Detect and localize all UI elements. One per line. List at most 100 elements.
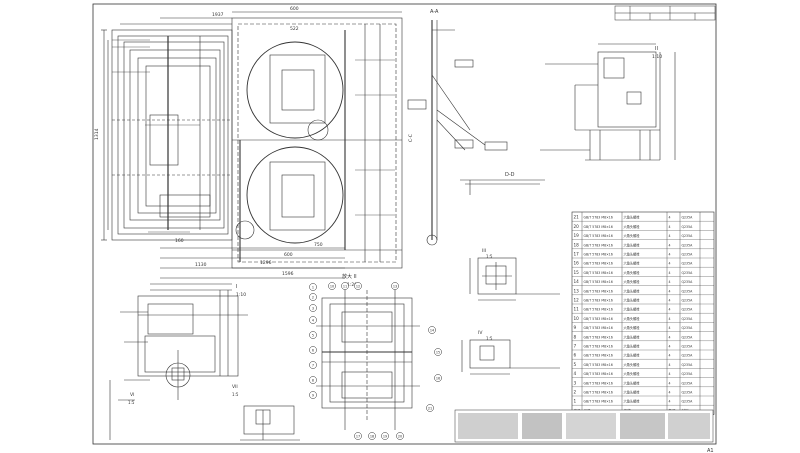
- part-balloon: 3: [309, 304, 317, 312]
- parts-table-cell: 17: [574, 252, 580, 257]
- parts-table-cell: Q235A: [682, 326, 694, 330]
- parts-table-cell: 8: [574, 334, 577, 339]
- dim-bottom-750: 750: [314, 242, 323, 248]
- parts-table-cell: Q235A: [682, 289, 694, 293]
- parts-table-cell: Q235A: [682, 262, 694, 266]
- detail-i-view: [109, 283, 248, 440]
- parts-table-cell: 六角头螺栓: [624, 353, 641, 358]
- parts-table-cell: 4: [669, 262, 671, 266]
- svg-text:10: 10: [330, 284, 334, 288]
- parts-table-cell: 20: [574, 224, 580, 229]
- svg-text:11: 11: [343, 284, 347, 288]
- part-balloon: 5: [309, 331, 317, 339]
- parts-table-cell: GB/T 5783 M8×16: [584, 253, 613, 257]
- part-balloon: 4: [309, 316, 317, 324]
- svg-text:18: 18: [370, 434, 374, 438]
- detail-iv-scale: 1:5: [486, 336, 493, 341]
- parts-table-cell: 11: [574, 307, 580, 312]
- dim-top-522: 522: [290, 26, 299, 32]
- part-balloon: 21: [426, 404, 434, 412]
- title-block-redacted: [454, 409, 714, 443]
- detail-vii-label: VII: [232, 384, 238, 390]
- detail-ii-view: [540, 43, 676, 161]
- parts-table-cell: 六角头螺栓: [624, 288, 641, 293]
- parts-table-cell: 9: [574, 325, 577, 330]
- parts-table-cell: 4: [669, 363, 671, 367]
- parts-table-cell: 4: [574, 371, 577, 376]
- parts-table-cell: 7: [574, 344, 577, 349]
- part-balloon: 17: [354, 432, 362, 440]
- parts-table-cell: 六角头螺栓: [624, 298, 641, 303]
- parts-table-cell: 六角头螺栓: [624, 307, 641, 312]
- detail-iii-label: III: [482, 248, 486, 254]
- part-balloon: 13: [391, 282, 399, 290]
- parts-table-cell: 2: [574, 390, 577, 395]
- parts-table-cell: GB/T 5783 M8×16: [584, 363, 613, 367]
- dim-bottom-1130: 1130: [195, 262, 207, 268]
- svg-text:6: 6: [312, 348, 314, 352]
- parts-table-cell: 3: [574, 380, 577, 385]
- svg-text:13: 13: [393, 284, 397, 288]
- svg-text:14: 14: [430, 328, 434, 332]
- parts-table-cell: 六角头螺栓: [624, 362, 641, 367]
- parts-table-cell: 14: [574, 279, 580, 284]
- parts-table-cell: GB/T 5783 M8×16: [584, 326, 613, 330]
- parts-table-cell: Q235A: [682, 234, 694, 238]
- part-balloon: 1: [309, 283, 317, 291]
- parts-table-cell: 4: [669, 345, 671, 349]
- svg-text:5: 5: [312, 333, 314, 337]
- svg-text:8: 8: [312, 378, 314, 382]
- parts-table-cell: 六角头螺栓: [624, 390, 641, 395]
- parts-table-cell: Q235A: [682, 354, 694, 358]
- parts-table-cell: 4: [669, 234, 671, 238]
- parts-table-cell: GB/T 5783 M8×16: [584, 289, 613, 293]
- main-elevation-view: [101, 17, 233, 241]
- svg-text:9: 9: [312, 393, 314, 397]
- parts-table-cell: Q235A: [682, 299, 694, 303]
- parts-table-cell: 4: [669, 400, 671, 404]
- dim-top-total: 1937: [212, 12, 224, 18]
- parts-table-cell: 六角头螺栓: [624, 380, 641, 385]
- part-balloon: 18: [368, 432, 376, 440]
- svg-text:17: 17: [356, 434, 360, 438]
- parts-table-cell: Q235A: [682, 335, 694, 339]
- part-balloon: 19: [381, 432, 389, 440]
- parts-table-cell: 4: [669, 225, 671, 229]
- parts-table-cell: GB/T 5783 M8×16: [584, 381, 613, 385]
- parts-table-cell: Q235A: [682, 400, 694, 404]
- part-balloon: 15: [434, 348, 442, 356]
- parts-table-cell: 18: [574, 242, 580, 247]
- detail-vii-view: [240, 405, 300, 441]
- svg-text:19: 19: [383, 434, 387, 438]
- parts-table-cell: GB/T 5783 M8×16: [584, 372, 613, 376]
- parts-table-cell: GB/T 5783 M8×16: [584, 262, 613, 266]
- part-balloon: 20: [396, 432, 404, 440]
- parts-table-cell: 4: [669, 381, 671, 385]
- parts-table-cell: 六角头螺栓: [624, 279, 641, 284]
- parts-table-cell: 六角头螺栓: [624, 233, 641, 238]
- detail-i-label: I: [236, 284, 237, 290]
- parts-table-cell: 4: [669, 308, 671, 312]
- parts-table-cell: 4: [669, 280, 671, 284]
- dim-bottom-600: 600: [284, 252, 293, 258]
- detail-vi-scale: 1:5: [128, 400, 135, 405]
- parts-table-cell: 六角头螺栓: [624, 399, 641, 404]
- parts-table-cell: 六角头螺栓: [624, 242, 641, 247]
- part-balloon: 16: [434, 374, 442, 382]
- parts-table-cell: 4: [669, 289, 671, 293]
- parts-table-cell: GB/T 5783 M8×16: [584, 225, 613, 229]
- svg-text:12: 12: [356, 284, 360, 288]
- detail-i-scale: 1:10: [236, 292, 246, 298]
- parts-table-cell: GB/T 5783 M8×16: [584, 280, 613, 284]
- parts-table-cell: 4: [669, 253, 671, 257]
- parts-table-cell: 六角头螺栓: [624, 270, 641, 275]
- parts-table-cell: 4: [669, 372, 671, 376]
- parts-table-cell: 4: [669, 216, 671, 220]
- part-balloon: 9: [309, 391, 317, 399]
- parts-table-cell: Q235A: [682, 280, 694, 284]
- parts-table-cell: Q235A: [682, 216, 694, 220]
- section-dd-title: D-D: [505, 172, 515, 178]
